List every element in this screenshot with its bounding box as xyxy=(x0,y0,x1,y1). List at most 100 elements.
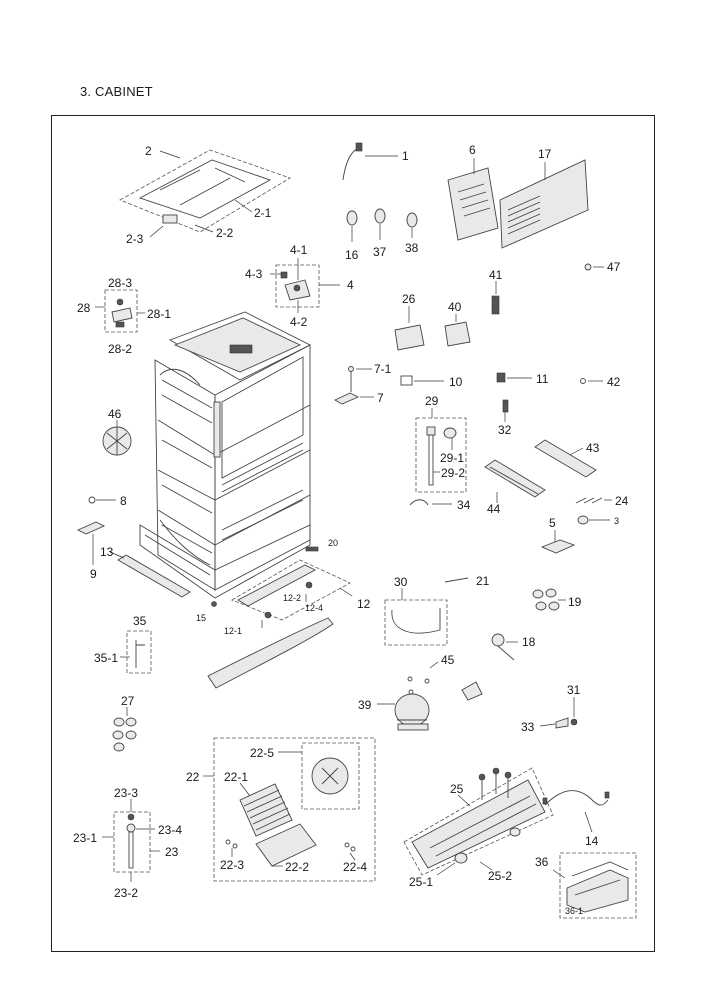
label-9: 9 xyxy=(90,567,97,581)
label-24: 24 xyxy=(615,494,629,508)
label-25-1: 25-1 xyxy=(409,875,433,889)
label-2-1: 2-1 xyxy=(254,206,272,220)
label-47: 47 xyxy=(607,260,621,274)
part-39-compressor xyxy=(377,681,483,731)
label-2: 2 xyxy=(145,144,152,158)
part-30-heater-group xyxy=(384,588,448,646)
label-29-2: 29-2 xyxy=(441,466,465,480)
label-45: 45 xyxy=(441,653,455,667)
label-41: 41 xyxy=(489,268,503,282)
label-23-3: 23-3 xyxy=(114,786,138,800)
diagram-frame xyxy=(51,115,655,952)
label-4-2: 4-2 xyxy=(290,315,308,329)
label-40: 40 xyxy=(448,300,462,314)
part-27-clips xyxy=(112,707,137,752)
part-1-cable xyxy=(342,142,398,181)
label-29-1: 29-1 xyxy=(440,451,464,465)
label-23-1: 23-1 xyxy=(73,831,97,845)
part-17-grille-panel xyxy=(499,159,589,249)
label-6: 6 xyxy=(469,143,476,157)
parts-16-37-38-knobs xyxy=(346,208,418,242)
label-10: 10 xyxy=(449,375,463,389)
label-22-3: 22-3 xyxy=(220,858,244,872)
label-1: 1 xyxy=(402,149,409,163)
label-28-2: 28-2 xyxy=(108,342,132,356)
section-title: 3. CABINET xyxy=(80,84,153,99)
label-13: 13 xyxy=(100,545,114,559)
label-23: 23 xyxy=(165,845,179,859)
label-35: 35 xyxy=(133,614,147,628)
label-25-2: 25-2 xyxy=(488,869,512,883)
label-32: 32 xyxy=(498,423,512,437)
part-29-group xyxy=(415,408,467,493)
label-28-1: 28-1 xyxy=(147,307,171,321)
part-46-fan xyxy=(102,420,132,456)
label-22-2: 22-2 xyxy=(285,860,309,874)
label-18: 18 xyxy=(522,635,536,649)
label-5: 5 xyxy=(549,516,556,530)
label-12-1: 12-1 xyxy=(224,626,242,636)
part-25-base-plate xyxy=(403,767,554,876)
label-34: 34 xyxy=(457,498,471,512)
part-23-valve-group xyxy=(102,799,160,882)
label-30: 30 xyxy=(394,575,408,589)
label-11: 11 xyxy=(536,372,549,386)
label-7: 7 xyxy=(377,391,384,405)
part-2-top-bracket xyxy=(119,149,291,238)
label-23-2: 23-2 xyxy=(114,886,138,900)
part-24-screws xyxy=(575,497,612,504)
label-42: 42 xyxy=(607,375,621,389)
label-12-2: 12-2 xyxy=(283,593,301,603)
label-22: 22 xyxy=(186,770,200,784)
part-6-cover xyxy=(447,158,499,241)
part-12-rail-group xyxy=(211,559,353,628)
label-23-4: 23-4 xyxy=(158,823,182,837)
label-12: 12 xyxy=(357,597,371,611)
label-22-4: 22-4 xyxy=(343,860,367,874)
label-7-1: 7-1 xyxy=(374,362,392,376)
label-4-1: 4-1 xyxy=(290,243,308,257)
label-28: 28 xyxy=(77,301,91,315)
label-4: 4 xyxy=(347,278,354,292)
part-19-feet xyxy=(532,588,566,611)
label-27: 27 xyxy=(121,694,135,708)
label-2-3: 2-3 xyxy=(126,232,144,246)
label-38: 38 xyxy=(405,241,419,255)
label-8: 8 xyxy=(120,494,127,508)
label-15: 15 xyxy=(196,613,206,623)
main-cabinet-body xyxy=(139,311,312,599)
label-26: 26 xyxy=(402,292,416,306)
label-22-1: 22-1 xyxy=(224,770,248,784)
label-43: 43 xyxy=(586,441,600,455)
label-46: 46 xyxy=(108,407,122,421)
label-35-1: 35-1 xyxy=(94,651,118,665)
label-44: 44 xyxy=(487,502,501,516)
part-4-hinge-group xyxy=(270,258,340,313)
label-2-2: 2-2 xyxy=(216,226,234,240)
part-14-cable xyxy=(542,790,610,833)
label-25: 25 xyxy=(450,782,464,796)
label-17: 17 xyxy=(538,147,552,161)
part-36-cover xyxy=(552,852,637,919)
part-22-evaporator-group xyxy=(203,737,376,882)
label-36: 36 xyxy=(535,855,549,869)
label-16: 16 xyxy=(345,248,359,262)
label-22-5: 22-5 xyxy=(250,746,274,760)
label-29: 29 xyxy=(425,394,439,408)
label-33: 33 xyxy=(521,720,535,734)
label-39: 39 xyxy=(358,698,372,712)
part-7-bracket xyxy=(334,366,374,405)
label-14: 14 xyxy=(585,834,599,848)
label-3: 3 xyxy=(614,516,619,526)
part-45-screws xyxy=(407,661,439,695)
label-4-3: 4-3 xyxy=(245,267,263,281)
label-31: 31 xyxy=(567,683,581,697)
part-28-hinge-group xyxy=(95,289,145,333)
label-12-4: 12-4 xyxy=(305,603,323,613)
label-36-1: 36-1 xyxy=(565,906,583,916)
label-20: 20 xyxy=(328,538,338,548)
label-19: 19 xyxy=(568,595,582,609)
label-28-3: 28-3 xyxy=(108,276,132,290)
label-37: 37 xyxy=(373,245,387,259)
